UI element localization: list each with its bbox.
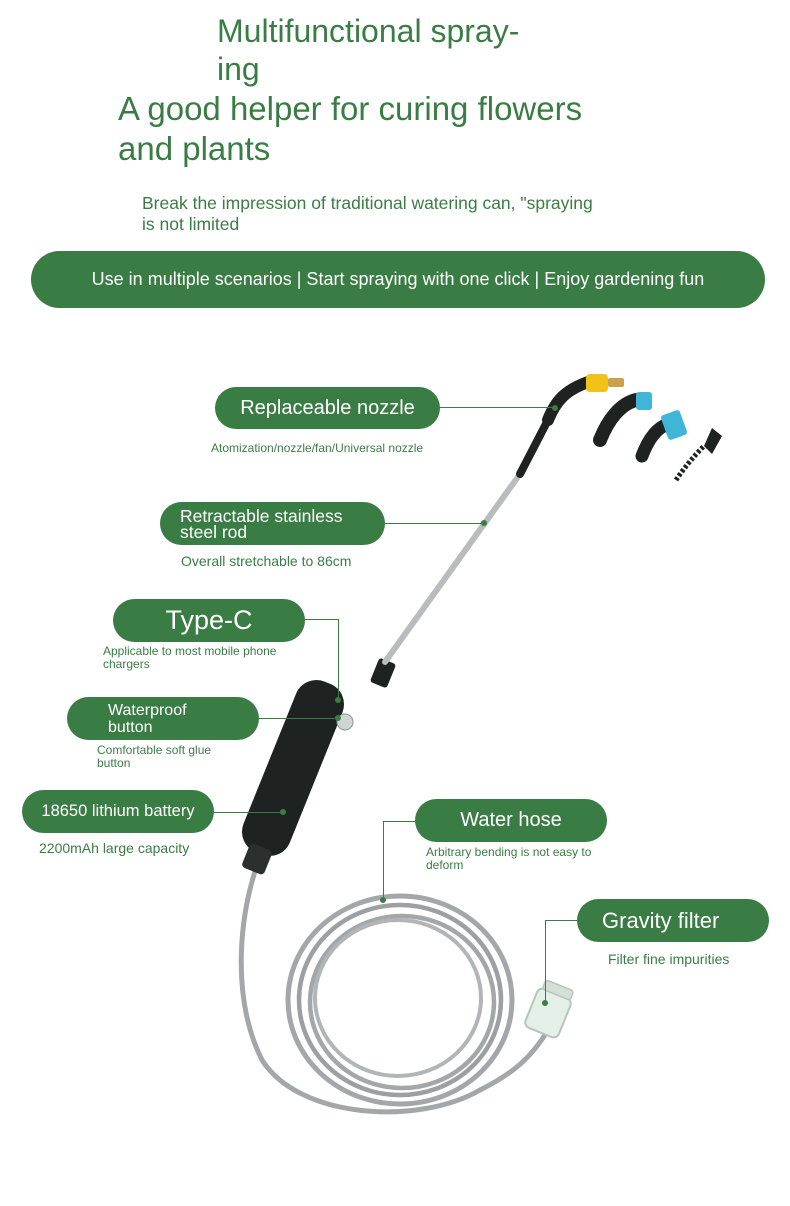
battery-label: 18650 lithium battery	[22, 790, 214, 833]
hose-desc-line-2: deform	[426, 858, 464, 872]
subtitle: Break the impression of traditional wate…	[142, 193, 662, 235]
headline-line-2: A good helper for curing flowers and pla…	[118, 89, 638, 169]
nozzle-illustration	[542, 374, 624, 426]
rod-illustration	[382, 471, 523, 665]
gravity-filter-illustration	[524, 979, 574, 1039]
headline-line-1: Multifunctional spray- ing	[217, 12, 557, 88]
button-desc: Comfortable soft glue button	[97, 744, 211, 770]
subtitle-line-2: is not limited	[142, 214, 240, 234]
typec-label: Type-C	[113, 599, 305, 642]
nozzle-leader-line	[438, 407, 555, 408]
banner-text: Use in multiple scenarios | Start sprayi…	[91, 269, 705, 289]
typec-desc-line-2: chargers	[103, 657, 150, 671]
water-hose-illustration	[238, 859, 551, 1115]
spare-nozzles-illustration	[593, 392, 722, 482]
headline-line-1a: Multifunctional spray-	[217, 13, 520, 49]
typec-desc-line-1: Applicable to most mobile phone	[103, 644, 277, 658]
hose-desc-line-1: Arbitrary bending is not easy to	[426, 845, 592, 859]
filter-label: Gravity filter	[577, 899, 769, 942]
typec-desc: Applicable to most mobile phone chargers	[103, 645, 276, 671]
filter-label-text: Gravity filter	[602, 907, 720, 933]
button-desc-line-2: button	[97, 756, 131, 770]
hose-desc: Arbitrary bending is not easy to deform	[426, 846, 591, 872]
rod-label-line-1: Retractable stainless	[180, 505, 343, 526]
battery-leader-line	[213, 812, 283, 813]
hose-leader-line	[383, 821, 417, 901]
rod-label: Retractable stainless steel rod	[160, 502, 385, 545]
filter-desc: Filter fine impurities	[608, 951, 730, 967]
headline-line-2b: and plants	[118, 130, 271, 167]
typec-label-text: Type-C	[165, 605, 253, 635]
rod-leader-line	[383, 523, 484, 524]
nozzle-label-text: Replaceable nozzle	[240, 396, 415, 419]
leader-dots	[280, 405, 558, 1006]
headline-line-2a: A good helper for curing flowers	[118, 90, 583, 127]
hose-label: Water hose	[415, 799, 607, 842]
button-label-line-2: button	[108, 718, 153, 736]
nozzle-label: Replaceable nozzle	[215, 387, 440, 429]
headline-line-1b: ing	[217, 51, 260, 87]
rod-desc: Overall stretchable to 86cm	[181, 553, 352, 569]
button-label-line-1: Waterproof	[108, 701, 187, 719]
battery-label-text: 18650 lithium battery	[41, 802, 195, 820]
button-desc-line-1: Comfortable soft glue	[97, 743, 212, 757]
filter-leader-line	[545, 920, 579, 1004]
nozzle-desc: Atomization/nozzle/fan/Universal nozzle	[211, 441, 424, 455]
battery-desc: 2200mAh large capacity	[39, 840, 190, 856]
feature-banner: Use in multiple scenarios | Start sprayi…	[31, 251, 765, 308]
rod-label-line-2: steel rod	[180, 521, 248, 542]
button-label: Waterproof button	[67, 697, 259, 740]
hose-label-text: Water hose	[460, 809, 562, 831]
button-leader-line	[257, 718, 338, 719]
typec-leader-line	[303, 619, 339, 701]
subtitle-line-1: Break the impression of traditional wate…	[142, 193, 593, 213]
